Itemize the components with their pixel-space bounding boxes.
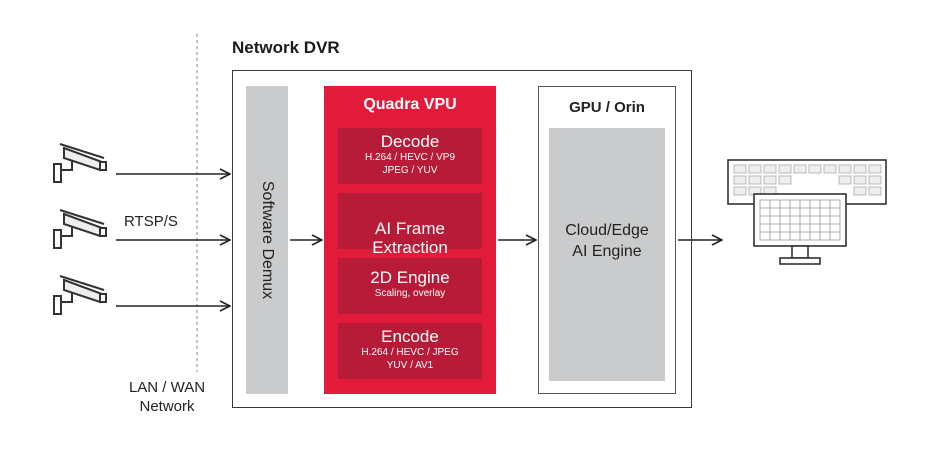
security-camera-icon (53, 143, 107, 183)
security-camera-icon (53, 209, 107, 249)
decode-formats-line-2: JPEG / YUV (382, 165, 438, 176)
ai-frame-extraction-block: AI Frame Extraction (338, 193, 482, 257)
decode-block: Decode H.264 / HEVC / VP9 JPEG / YUV (338, 128, 482, 184)
2d-engine-block: 2D Engine Scaling, overlay (338, 258, 482, 314)
decode-title: Decode (380, 132, 440, 151)
decode-formats-line-1: H.264 / HEVC / VP9 (364, 152, 456, 163)
encode-title: Encode (381, 327, 439, 346)
network-label: LAN / WAN Network (128, 379, 206, 415)
dvr-title: Network DVR (232, 38, 340, 57)
ai-frame-extraction-title: AI Frame Extraction (372, 219, 448, 257)
software-demux-block (246, 86, 288, 394)
encode-block: Encode H.264 / HEVC / JPEG YUV / AV1 (338, 323, 482, 379)
software-demux-label: Software Demux (259, 180, 276, 300)
encode-formats-line-1: H.264 / HEVC / JPEG (361, 347, 459, 358)
security-camera-icon (53, 275, 107, 315)
ai-engine-block (549, 128, 665, 381)
monitor-display-icon (727, 159, 887, 265)
vpu-title: Quadra VPU (363, 96, 457, 113)
dvr-container (232, 70, 692, 408)
protocol-label: RTSP/S (124, 213, 178, 230)
2d-engine-title: 2D Engine (370, 268, 450, 287)
2d-engine-detail: Scaling, overlay (374, 288, 446, 299)
ai-engine-label: Cloud/Edge AI Engine (565, 222, 649, 260)
gpu-title: GPU / Orin (569, 99, 645, 116)
encode-formats-line-2: YUV / AV1 (386, 360, 434, 371)
